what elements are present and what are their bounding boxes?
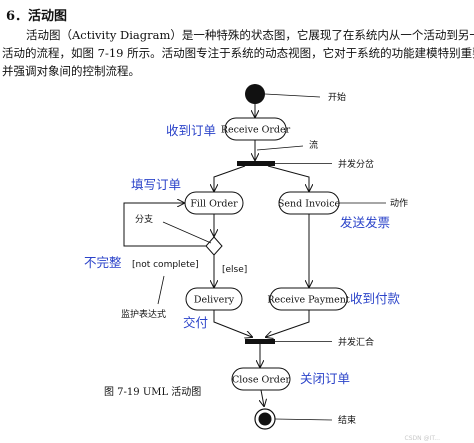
paragraph-line-3: 并强调对象间的控制流程。	[2, 64, 140, 78]
fork-bar	[237, 161, 275, 166]
activity-receive-order-label: Receive Order	[221, 125, 291, 136]
flow-close-end	[261, 389, 264, 406]
branch-pointer-line	[162, 221, 212, 244]
join-annotation: 并发汇合	[338, 336, 374, 348]
end-node-inner	[258, 412, 272, 426]
blue-label-receive-payment: 收到付款	[350, 291, 401, 306]
end-pointer-line	[274, 418, 333, 421]
flow-pointer-line	[256, 145, 304, 151]
end-annotation: 结束	[338, 414, 356, 426]
guard-expr-annotation: 监护表达式	[121, 308, 166, 320]
figure-caption: 图 7-19 UML 活动图	[104, 386, 201, 398]
branch-diamond	[205, 236, 223, 256]
branch-annotation: 分支	[135, 213, 153, 225]
blue-label-close-order: 关闭订单	[300, 371, 350, 386]
blue-label-incomplete: 不完整	[84, 255, 122, 270]
flow-delivery-join	[213, 310, 252, 337]
paragraph-line-1: 活动图（Activity Diagram）是一种特殊的状态图，它展现了在系统内从…	[26, 28, 474, 42]
blue-label-send-invoice: 发送发票	[340, 215, 390, 230]
activity-receive-payment-label: Receive Payment	[267, 295, 350, 306]
start-annotation: 开始	[328, 91, 346, 103]
blue-label-receive-order: 收到订单	[166, 123, 216, 138]
watermark: CSDN @IT...	[405, 435, 441, 442]
guard-not-complete: [not complete]	[132, 260, 199, 270]
action-annotation: 动作	[390, 197, 408, 209]
activity-close-order-label: Close Order	[232, 375, 291, 386]
guard-pointer-line	[157, 275, 165, 305]
flow-payment-join	[266, 310, 310, 337]
activity-delivery-label: Delivery	[194, 295, 235, 306]
start-pointer-line	[264, 93, 321, 98]
fork-annotation: 并发分岔	[338, 158, 374, 170]
paragraph-line-2: 活动的流程，如图 7-19 所示。活动图专注于系统的动态视图，它对于系统的功能建…	[2, 46, 474, 60]
activity-fill-order-label: Fill Order	[190, 199, 238, 210]
activity-send-invoice-label: Send Invoice	[278, 199, 341, 210]
flow-fork-fill	[214, 165, 246, 191]
flow-fork-invoice	[267, 165, 309, 191]
blue-label-delivery: 交付	[183, 315, 208, 330]
join-bar	[245, 339, 275, 344]
section-heading: 6．活动图	[6, 9, 68, 24]
blue-label-fill-order: 填写订单	[131, 177, 181, 192]
flow-annotation: 流	[309, 139, 318, 151]
guard-else: [else]	[222, 265, 247, 275]
flow-loop-back	[123, 203, 206, 247]
start-node	[245, 84, 265, 104]
